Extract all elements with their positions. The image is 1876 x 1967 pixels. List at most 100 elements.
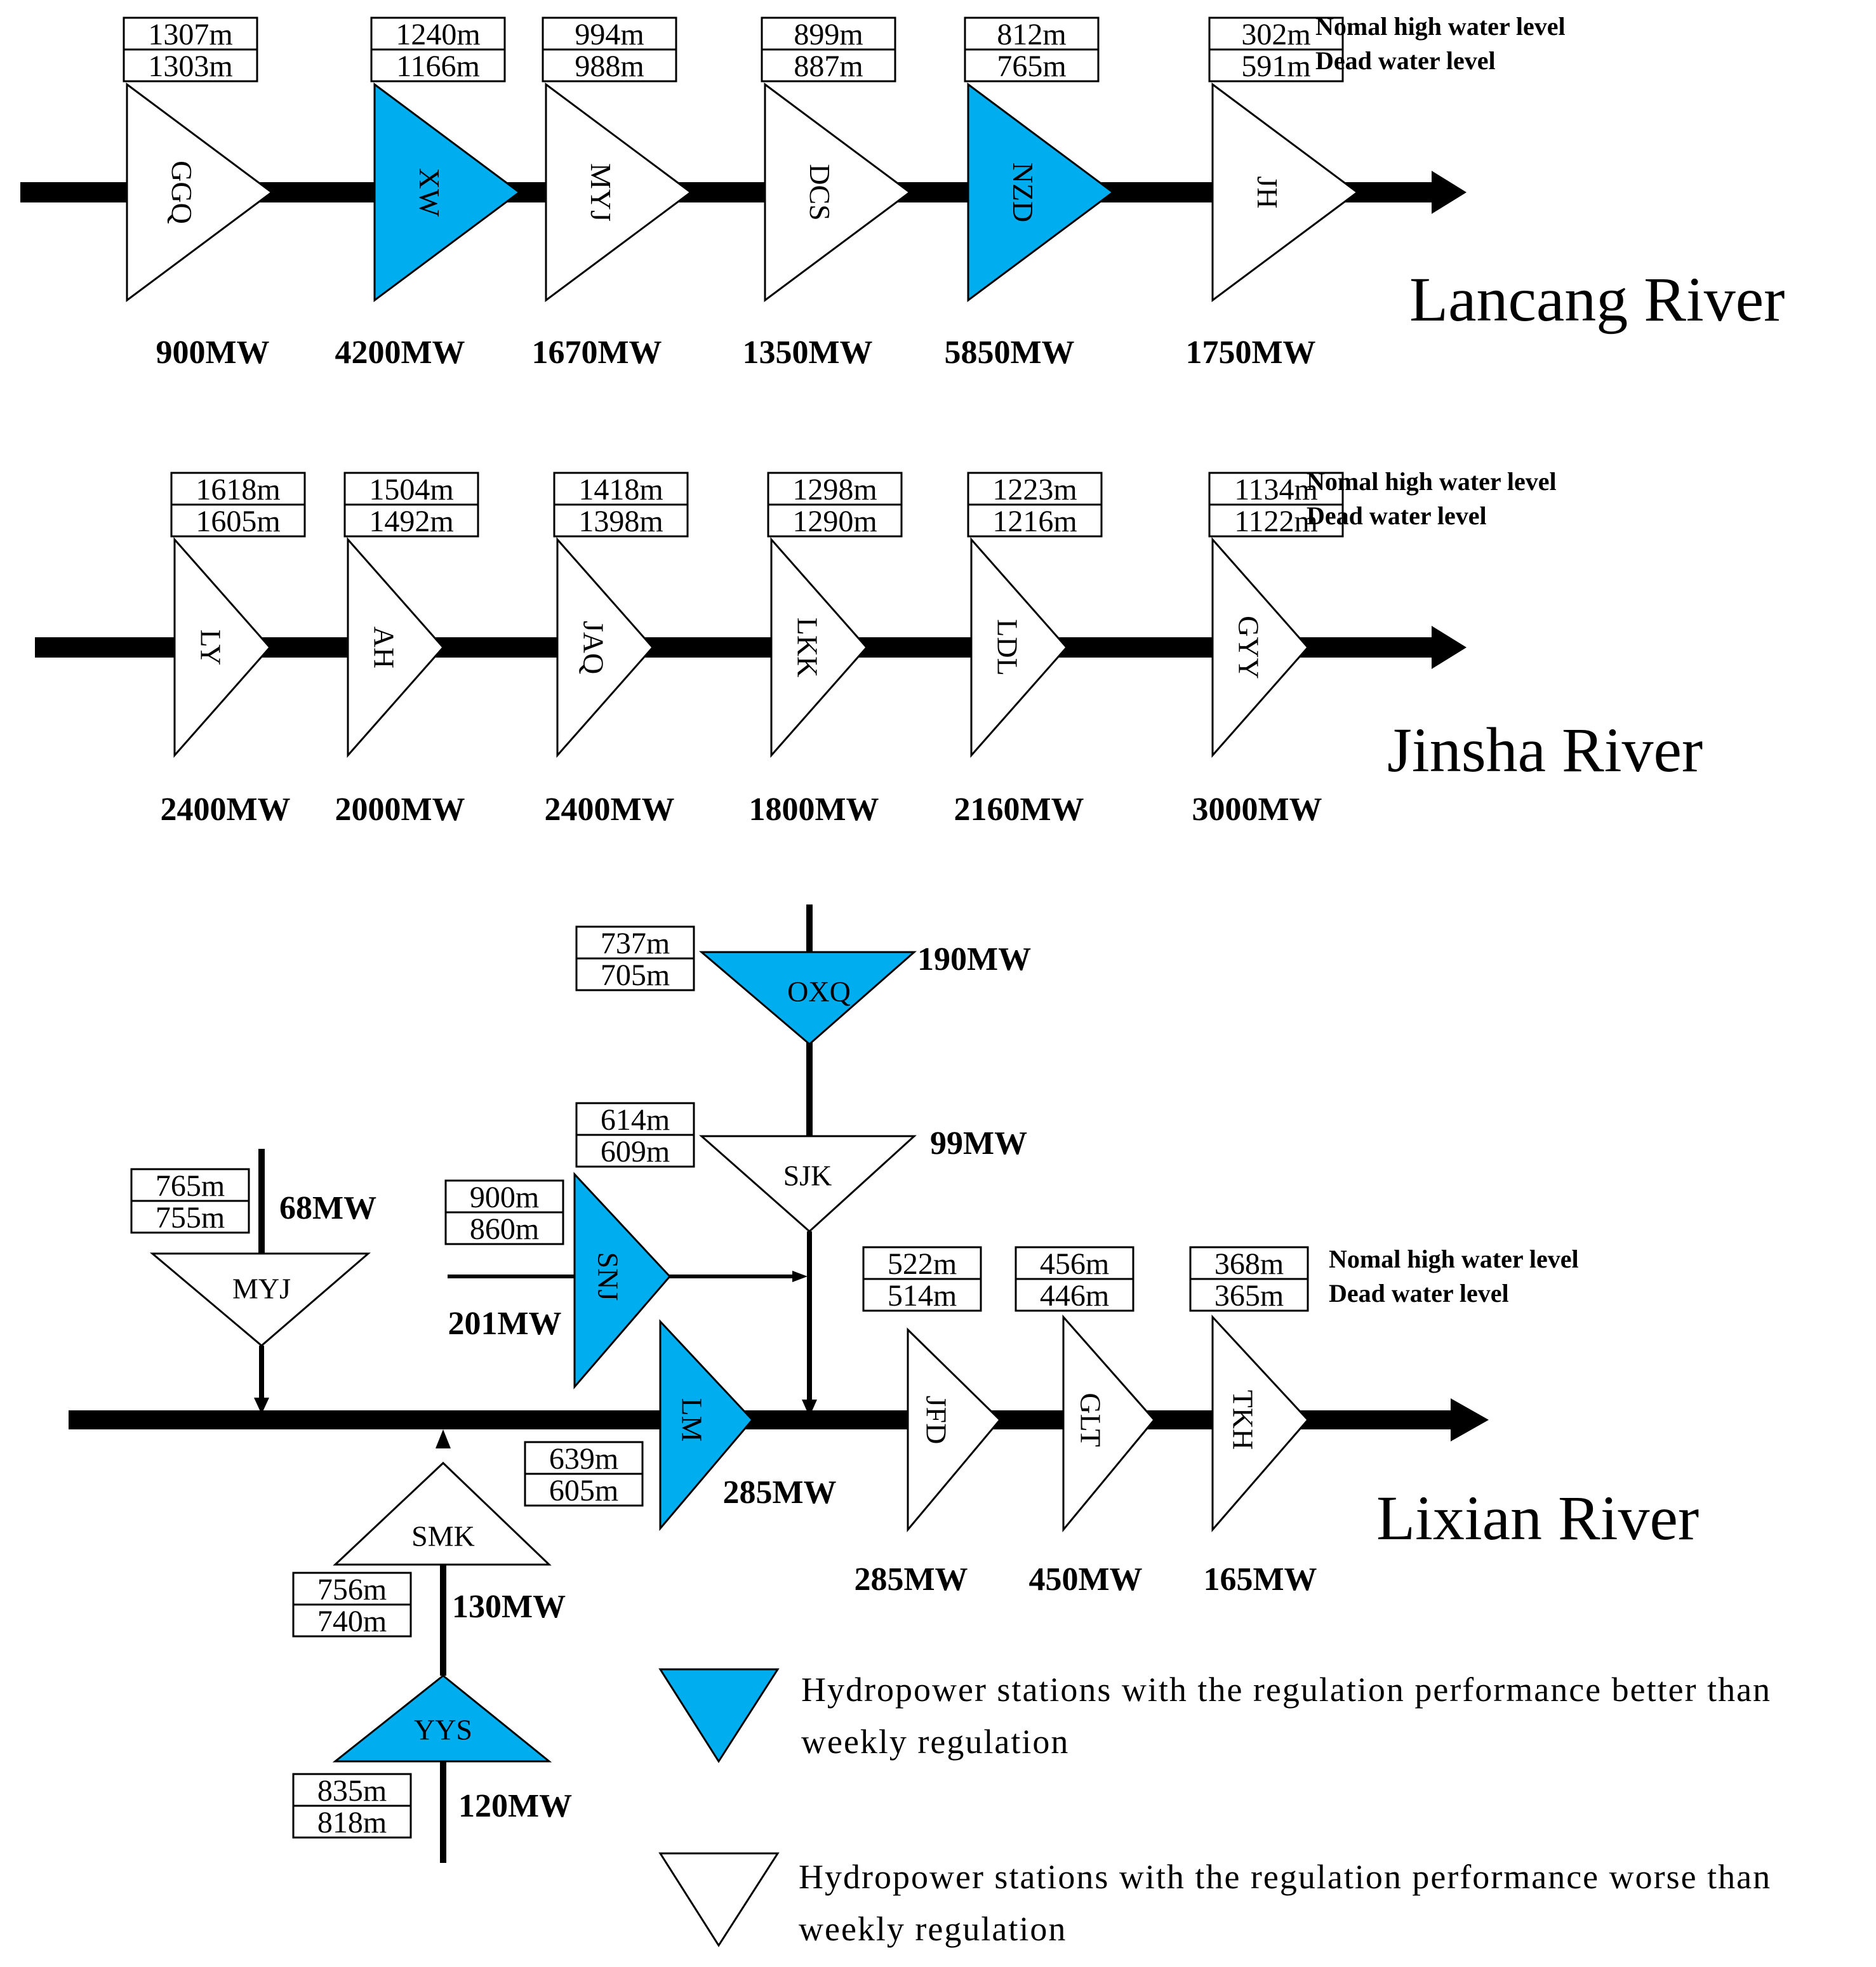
station-triangle — [126, 83, 274, 302]
tributary-arrowhead — [802, 1400, 817, 1417]
installed-capacity: 3000MW — [1192, 791, 1322, 828]
normal-level-value: 1307m — [148, 18, 232, 51]
station-triangle — [770, 537, 868, 758]
installed-capacity: 99MW — [930, 1125, 1027, 1162]
dead-water-level-value: 740m — [317, 1605, 387, 1638]
station-code: MYJ — [585, 163, 617, 222]
installed-capacity: 1750MW — [1185, 334, 1315, 371]
station-code: GGQ — [166, 161, 198, 224]
station-triangle — [1062, 1315, 1155, 1533]
normal-level-value: 899m — [794, 18, 863, 51]
dead-water-level-value: 1216m — [992, 505, 1077, 538]
installed-capacity: 2400MW — [160, 791, 290, 828]
installed-capacity: 900MW — [156, 334, 269, 371]
legend-regulated-swatch — [658, 1668, 780, 1763]
normal-level-value: 994m — [575, 18, 644, 51]
station-code: SNJ — [592, 1252, 625, 1301]
dead-water-level-value: 1166m — [396, 50, 480, 83]
dead-water-level-value: 609m — [601, 1135, 670, 1169]
station-triangle — [332, 1674, 552, 1763]
station-triangle — [970, 537, 1068, 758]
installed-capacity: 285MW — [722, 1474, 836, 1511]
installed-capacity: 2400MW — [544, 791, 674, 828]
normal-level-value: 1618m — [196, 473, 280, 507]
normal-level-value: 522m — [888, 1247, 957, 1281]
dead-water-level-value: 1290m — [792, 505, 877, 538]
normal-level-key: Nomal high water level — [1315, 12, 1566, 41]
dead-level-key: Dead water level — [1315, 46, 1496, 75]
dead-water-level-value: 1303m — [148, 50, 232, 83]
station-code: OXQ — [787, 976, 851, 1008]
installed-capacity: 1350MW — [742, 334, 872, 371]
installed-capacity: 165MW — [1203, 1561, 1317, 1598]
installed-capacity: 285MW — [854, 1561, 968, 1598]
dead-water-level-value: 887m — [794, 50, 863, 83]
station-triangle — [967, 83, 1115, 302]
river-name: Jinsha River — [1387, 715, 1703, 785]
dead-water-level-value: 1605m — [196, 505, 280, 538]
station-code: TKH — [1227, 1390, 1260, 1450]
normal-level-value: 614m — [601, 1103, 670, 1137]
installed-capacity: 4200MW — [335, 334, 465, 371]
station-code: LY — [195, 630, 227, 666]
tributary-arrowhead — [254, 1398, 269, 1414]
station-triangle — [149, 1252, 371, 1347]
station-triangle — [1211, 537, 1310, 758]
dead-water-level-value: 860m — [470, 1212, 539, 1246]
dead-water-level-value: 514m — [888, 1279, 957, 1313]
station-code: JAQ — [578, 621, 610, 674]
normal-level-value: 835m — [317, 1774, 387, 1808]
dead-water-level-value: 988m — [575, 50, 644, 83]
legend-unregulated-text: Hydropower stations with the regulation … — [799, 1858, 1771, 1896]
station-triangle — [573, 1172, 672, 1390]
station-triangle — [1211, 1315, 1310, 1533]
installed-capacity: 130MW — [452, 1589, 566, 1625]
dead-water-level-value: 705m — [601, 958, 670, 992]
dead-level-key: Dead water level — [1307, 501, 1487, 530]
normal-level-value: 456m — [1040, 1247, 1109, 1281]
installed-capacity: 120MW — [458, 1788, 572, 1824]
tributary-arrowhead — [436, 1429, 451, 1448]
legend-regulated-text: weekly regulation — [801, 1723, 1069, 1761]
station-code: NZD — [1007, 162, 1039, 223]
dead-water-level-value: 1398m — [578, 505, 663, 538]
installed-capacity: 201MW — [448, 1306, 561, 1342]
station-code: JH — [1251, 176, 1284, 208]
dead-water-level-value: 755m — [156, 1201, 225, 1235]
normal-level-key: Nomal high water level — [1329, 1245, 1579, 1273]
station-code: LKK — [792, 618, 824, 678]
station-code: AH — [368, 626, 401, 668]
station-triangle — [699, 1135, 917, 1233]
dead-water-level-value: 365m — [1214, 1279, 1284, 1313]
station-triangle — [347, 537, 445, 758]
normal-level-value: 1418m — [578, 473, 663, 507]
station-code: SJK — [783, 1160, 832, 1192]
station-code: DCS — [804, 164, 836, 220]
installed-capacity: 5850MW — [944, 334, 1074, 371]
installed-capacity: 450MW — [1028, 1561, 1142, 1598]
tributary-arrowhead — [792, 1271, 808, 1282]
normal-level-value: 765m — [156, 1169, 225, 1203]
normal-level-value: 737m — [601, 927, 670, 960]
normal-level-value: 639m — [549, 1442, 618, 1476]
river-name: Lancang River — [1409, 264, 1785, 334]
dead-water-level-value: 818m — [317, 1806, 387, 1839]
normal-level-value: 1134m — [1234, 473, 1318, 507]
station-code: XW — [413, 168, 446, 217]
installed-capacity: 190MW — [917, 941, 1031, 977]
legend-unregulated-text: weekly regulation — [799, 1910, 1067, 1948]
station-triangle — [545, 83, 693, 302]
station-code: YYS — [414, 1714, 472, 1746]
installed-capacity: 1800MW — [748, 791, 879, 828]
station-code: LDL — [992, 619, 1024, 675]
dead-water-level-value: 591m — [1241, 50, 1310, 83]
installed-capacity: 2000MW — [335, 791, 465, 828]
dead-water-level-value: 1122m — [1234, 505, 1318, 538]
station-code: SMK — [411, 1520, 475, 1553]
installed-capacity: 2160MW — [954, 791, 1084, 828]
dead-water-level-value: 605m — [549, 1474, 618, 1507]
station-code: GLT — [1075, 1393, 1107, 1447]
station-triangle — [373, 83, 521, 302]
normal-level-value: 1504m — [369, 473, 453, 507]
